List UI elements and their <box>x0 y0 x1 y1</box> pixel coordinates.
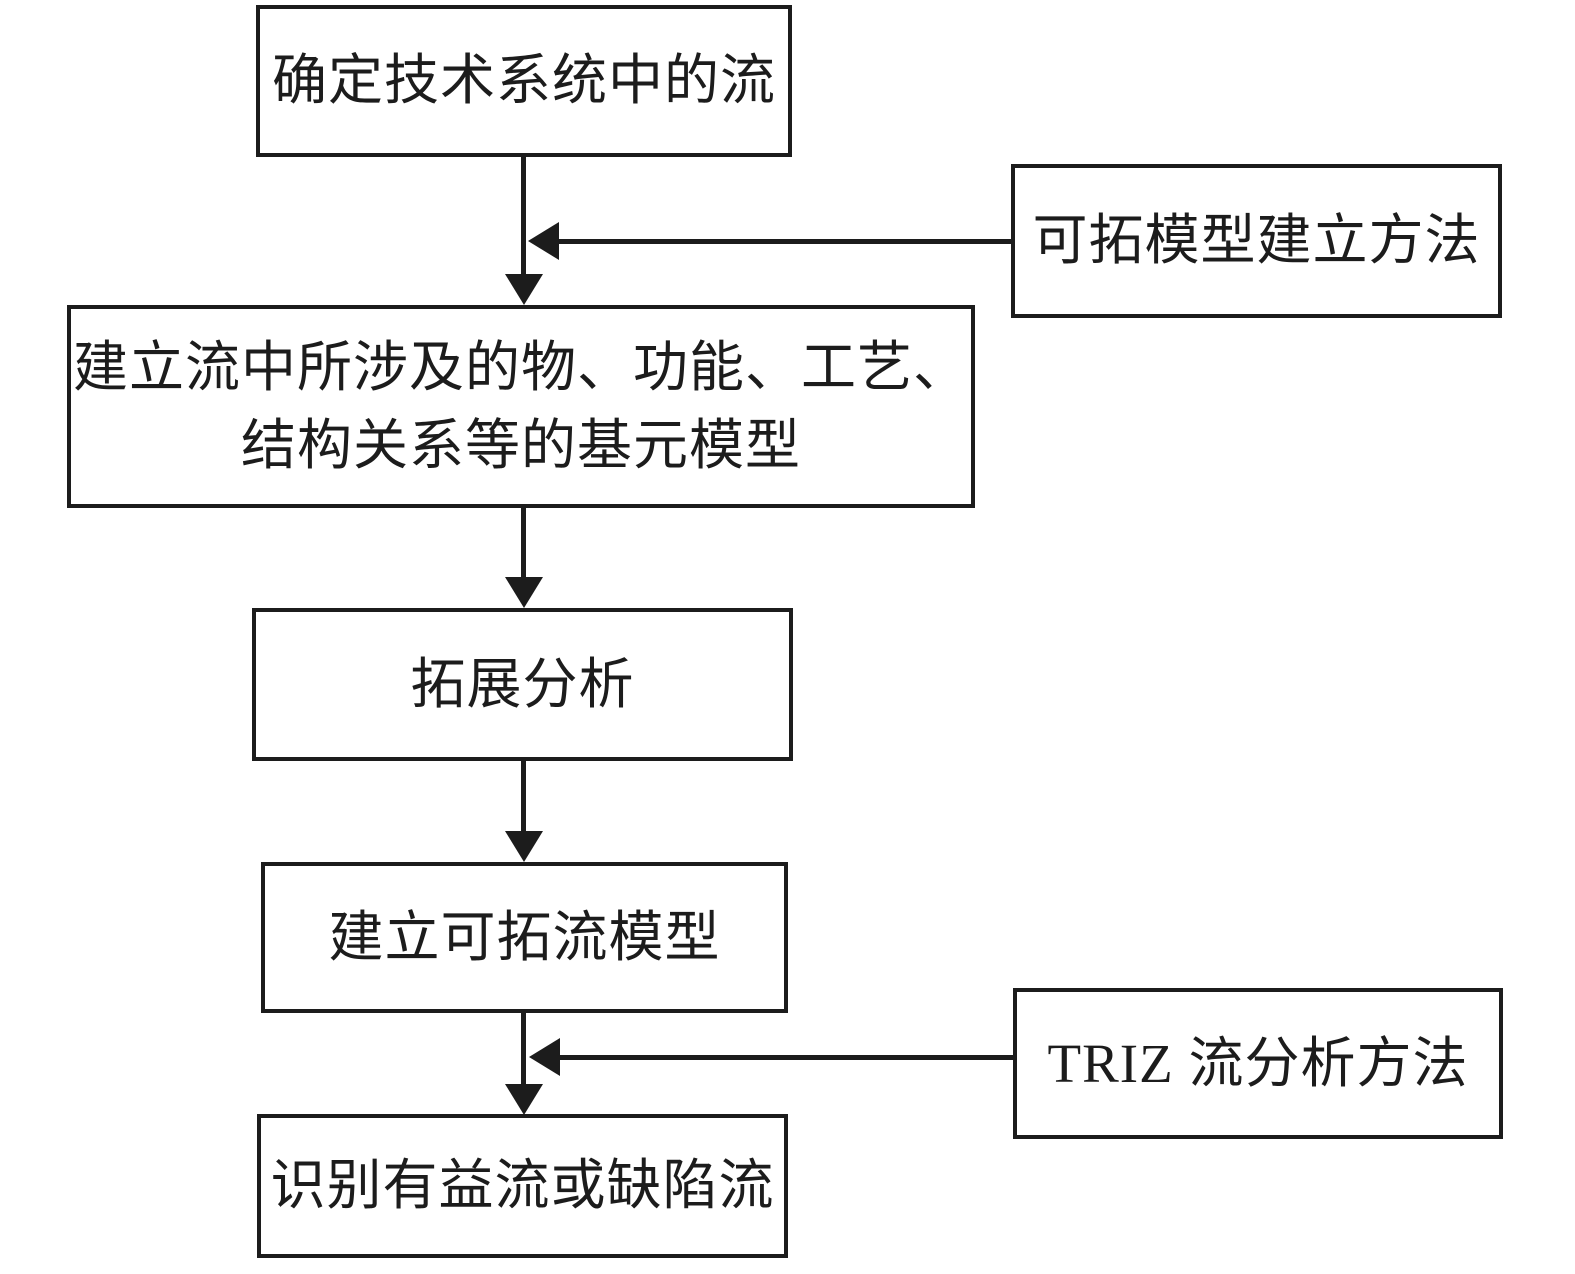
arrowhead-down-into-step2 <box>505 274 543 305</box>
flow-box-identify-beneficial-or-defective-flows: 识别有益流或缺陷流 <box>257 1114 788 1258</box>
flow-box-label: 建立可拓流模型 <box>328 906 721 968</box>
flow-box-extension-analysis: 拓展分析 <box>252 608 793 761</box>
arrowhead-left-from-side1 <box>528 222 559 260</box>
arrowhead-down-into-step5 <box>505 1084 543 1115</box>
connector-step3-step4-line <box>521 761 526 834</box>
connector-step2-step3-line <box>521 508 526 580</box>
flow-box-label: TRIZ 流分析方法 <box>1047 1032 1469 1094</box>
flow-box-label-line1: 建立流中所涉及的物、功能、工艺、 <box>72 336 969 398</box>
flow-box-triz-flow-analysis-method: TRIZ 流分析方法 <box>1013 988 1503 1139</box>
flow-box-label-line2: 结构关系等的基元模型 <box>240 414 801 476</box>
arrowhead-down-into-step4 <box>505 831 543 862</box>
flow-box-extension-model-method: 可拓模型建立方法 <box>1011 164 1502 318</box>
connector-step4-step5-line <box>521 1013 526 1087</box>
flow-box-label: 拓展分析 <box>410 653 635 715</box>
flow-box-build-extension-flow-model: 建立可拓流模型 <box>261 862 788 1013</box>
flow-box-label: 识别有益流或缺陷流 <box>270 1155 775 1216</box>
flow-box-label: 确定技术系统中的流 <box>271 50 776 111</box>
connector-side2-line <box>558 1055 1013 1060</box>
flow-box-determine-system-flows: 确定技术系统中的流 <box>256 5 792 157</box>
connector-step1-step2-line <box>521 157 526 277</box>
flow-box-build-basic-element-model: 建立流中所涉及的物、功能、工艺、 结构关系等的基元模型 <box>67 305 975 508</box>
arrowhead-down-into-step3 <box>505 577 543 608</box>
arrowhead-left-from-side2 <box>529 1038 560 1076</box>
flow-box-label: 可拓模型建立方法 <box>1032 210 1481 271</box>
connector-side1-line <box>557 239 1011 244</box>
